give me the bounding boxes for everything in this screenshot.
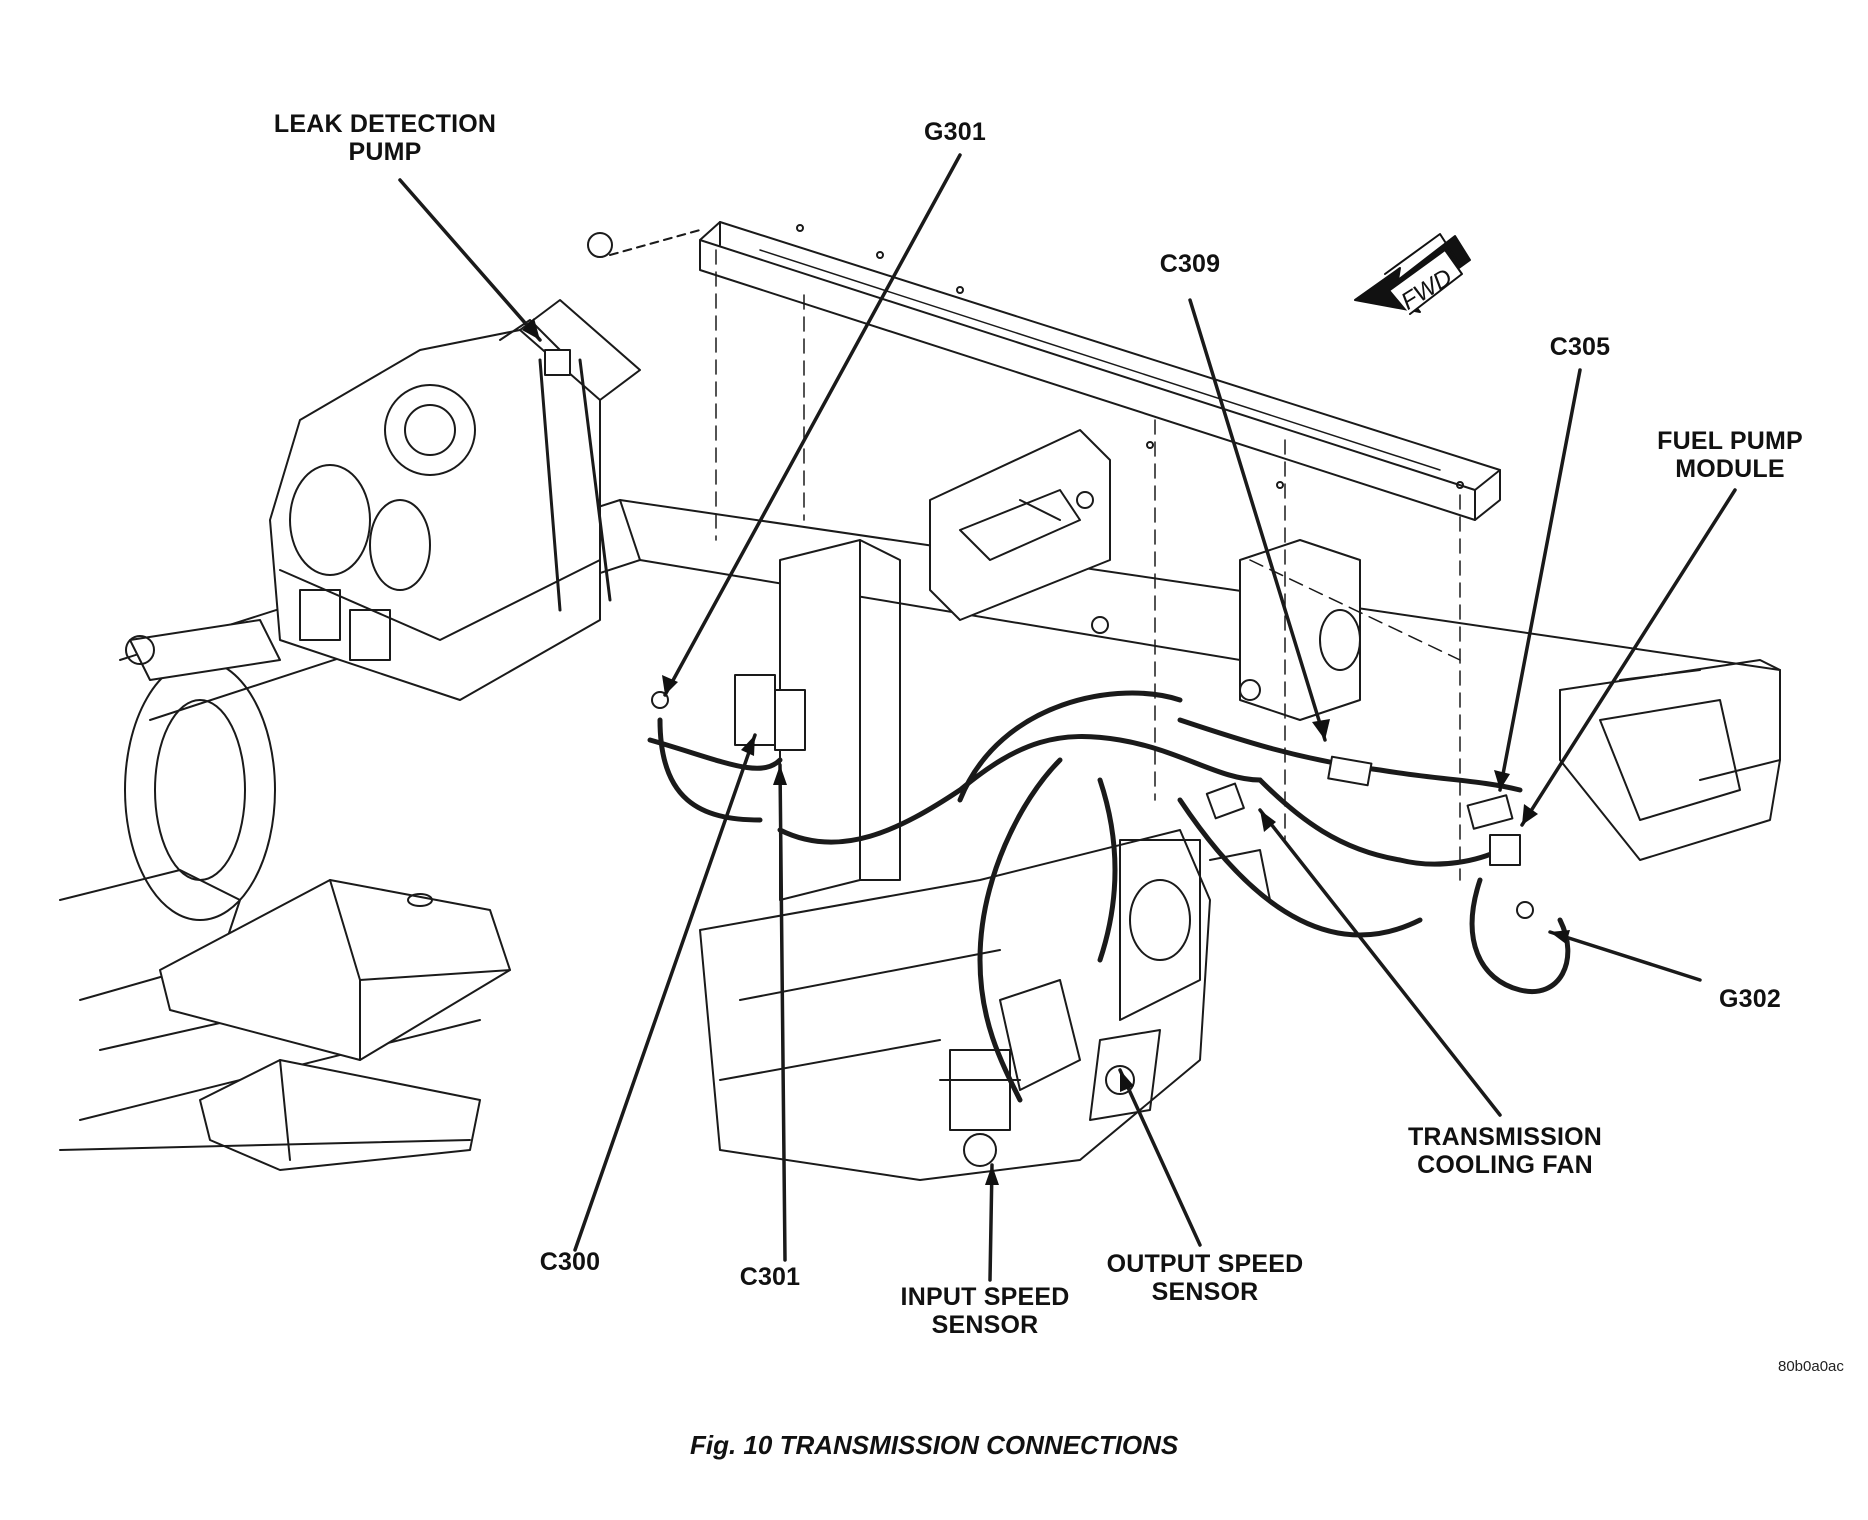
transmission-body (699, 829, 1271, 1181)
fwd-arrow: FWD (1354, 233, 1471, 316)
leader-lines (398, 153, 1737, 1282)
callout-fuel-pump-module: FUEL PUMP MODULE (1657, 427, 1803, 483)
figure-id: 80b0a0ac (1778, 1358, 1844, 1375)
mounting-guides (715, 249, 1461, 881)
callout-transmission-cooling-fan: TRANSMISSION COOLING FAN (1407, 1123, 1603, 1179)
callout-g302: G302 (1719, 985, 1781, 1013)
callout-g301: G301 (924, 118, 986, 146)
figure-caption: Fig. 10 TRANSMISSION CONNECTIONS (690, 1430, 1179, 1460)
wiring-harness (647, 690, 1571, 1103)
callout-c305: C305 (1549, 333, 1611, 361)
fuel-tank-assembly (269, 299, 641, 701)
connectors (544, 349, 1521, 866)
callout-c309: C309 (1159, 250, 1221, 278)
callout-input-speed-sensor: INPUT SPEED SENSOR (900, 1283, 1070, 1339)
ground-studs (587, 229, 1534, 919)
callout-output-speed-sensor: OUTPUT SPEED SENSOR (1106, 1250, 1304, 1306)
wheel-hub (59, 619, 501, 1121)
callout-leak-detection-pump: LEAK DETECTION PUMP (273, 110, 497, 166)
callout-c301: C301 (739, 1263, 801, 1291)
lower-crossmember (59, 879, 511, 1171)
callout-c300: C300 (539, 1248, 601, 1276)
frame-crossmember (699, 221, 1501, 521)
